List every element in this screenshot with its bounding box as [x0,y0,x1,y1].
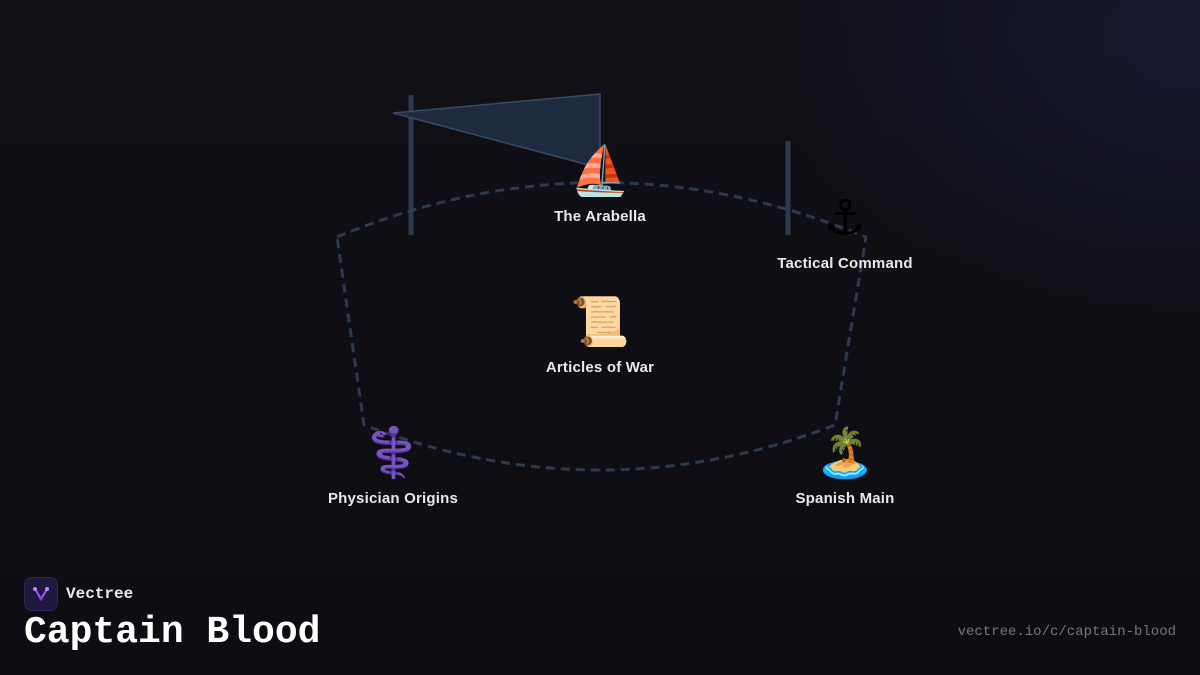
node-articles-of-war[interactable]: 📜 Articles of War [490,295,710,376]
caduceus-icon: ⚕️ [363,427,423,480]
anchor-icon: ⚓ [823,192,867,245]
node-the-arabella[interactable]: ⛵ The Arabella [490,144,710,225]
node-tactical-command[interactable]: ⚓ Tactical Command [735,191,955,272]
node-label: The Arabella [554,208,646,225]
page-title: Captain Blood [24,611,321,654]
node-spanish-main[interactable]: 🏝️ Spanish Main [735,426,955,507]
node-label: Tactical Command [777,255,913,272]
scroll-icon: 📜 [570,296,630,349]
sail-shape [392,93,601,169]
vectree-logo-icon [24,577,58,611]
hull-outline [335,181,868,472]
island-icon: 🏝️ [815,427,875,480]
brand[interactable]: Vectree [24,577,133,611]
source-url[interactable]: vectree.io/c/captain-blood [957,624,1176,640]
node-physician-origins[interactable]: ⚕️ Physician Origins [283,426,503,507]
node-label: Physician Origins [327,490,459,507]
node-label: Spanish Main [795,490,895,507]
node-label: Articles of War [545,359,655,376]
brand-name: Vectree [66,585,134,603]
sailboat-icon: ⛵ [570,145,630,198]
